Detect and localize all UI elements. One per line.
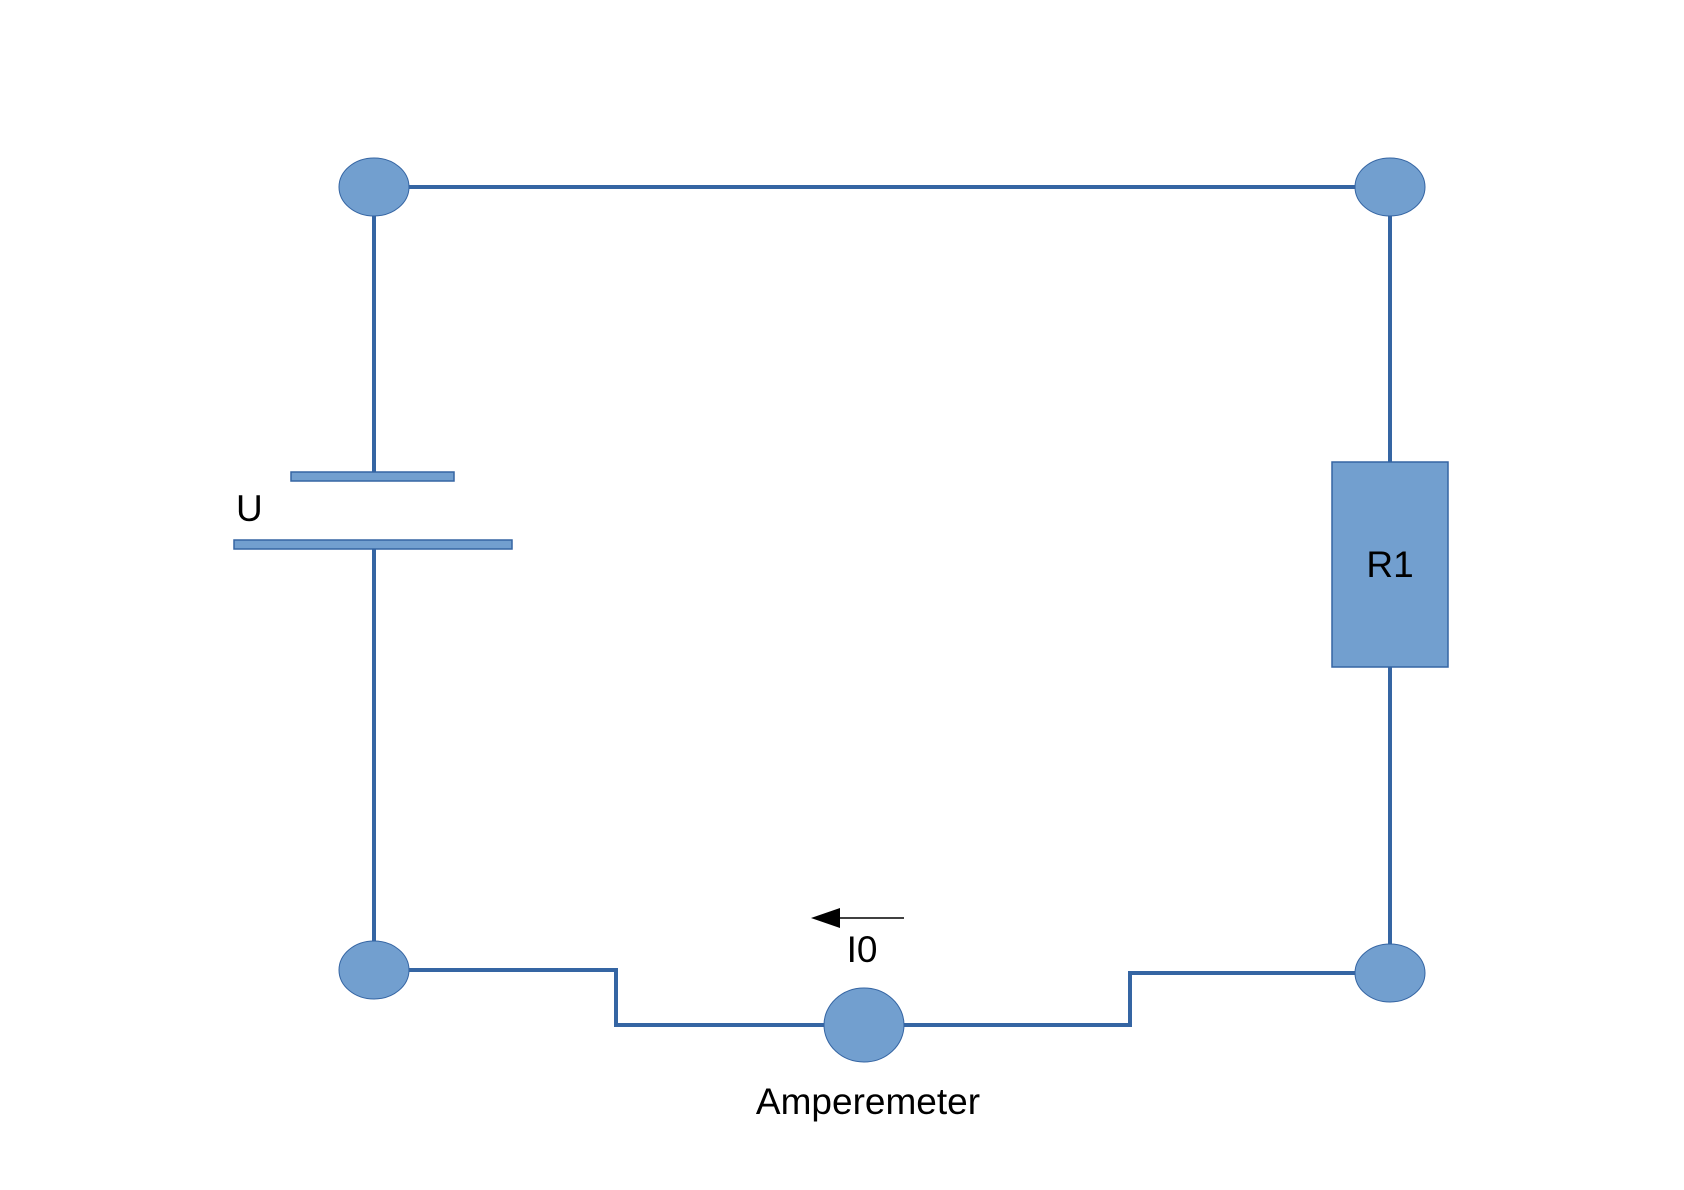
wire-bottom-right bbox=[862, 971, 1390, 1027]
source-label: U bbox=[236, 488, 263, 529]
battery-plate-long bbox=[233, 539, 513, 550]
amperemeter: Amperemeter bbox=[756, 987, 980, 1122]
resistor: R1 bbox=[1331, 461, 1449, 668]
resistor-body bbox=[1331, 461, 1449, 668]
meter-label: Amperemeter bbox=[756, 1081, 980, 1122]
wire-bottom-left bbox=[374, 968, 862, 1027]
resistor-label: R1 bbox=[1366, 544, 1413, 585]
node-bottom-right bbox=[1354, 943, 1426, 1003]
battery-plate-short bbox=[290, 471, 455, 482]
battery-source: U bbox=[233, 471, 513, 550]
amperemeter-symbol bbox=[823, 987, 905, 1063]
current-indicator: I0 bbox=[811, 908, 904, 970]
current-arrow-head bbox=[811, 908, 840, 928]
current-label: I0 bbox=[847, 929, 878, 970]
wires bbox=[372, 185, 1392, 1027]
node-top-left bbox=[338, 157, 410, 217]
junction-nodes bbox=[338, 157, 1426, 1003]
node-top-right bbox=[1354, 157, 1426, 217]
node-bottom-left bbox=[338, 940, 410, 1000]
